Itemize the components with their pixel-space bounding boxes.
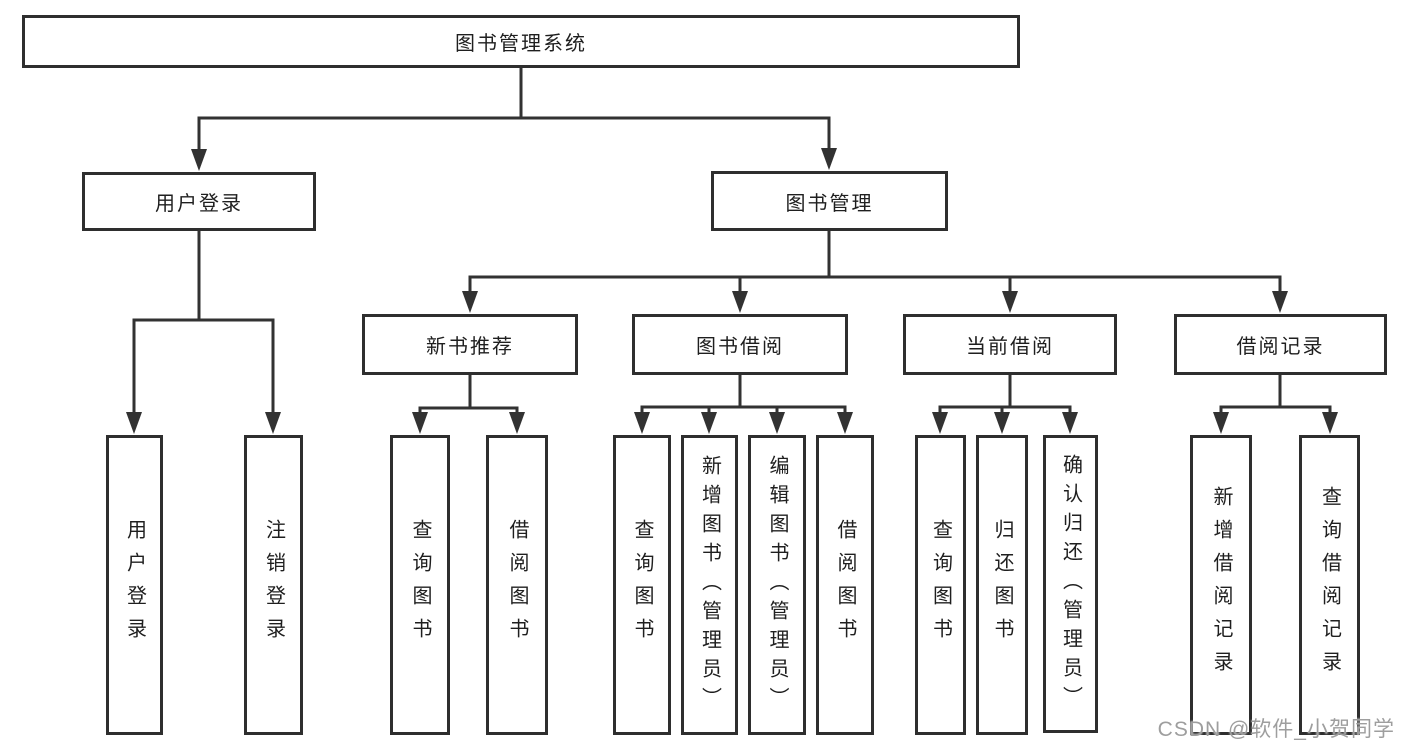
node-query-books-current: 查询图书 <box>915 435 966 735</box>
node-current-borrowing: 当前借阅 <box>903 314 1117 375</box>
node-borrow-books: 借阅图书 <box>816 435 874 735</box>
node-user-login: 用户登录 <box>82 172 316 231</box>
node-add-borrow-record: 新增借阅记录 <box>1190 435 1252 735</box>
arrowhead <box>191 149 207 171</box>
node-query-borrow-record-label: 查询借阅记录 <box>1318 486 1341 684</box>
arrowhead <box>994 412 1010 434</box>
arrowhead <box>634 412 650 434</box>
arrowhead <box>1322 412 1338 434</box>
node-new-book-recommend-label: 新书推荐 <box>426 336 514 358</box>
node-query-books-current-label: 查询图书 <box>929 519 952 651</box>
node-confirm-return-admin-label: 确认归还（管理员） <box>1059 453 1082 715</box>
node-edit-book-admin-label: 编辑图书（管理员） <box>766 454 788 716</box>
node-return-book: 归还图书 <box>976 435 1028 735</box>
node-library-system: 图书管理系统 <box>22 15 1020 68</box>
node-user-login-label: 用户登录 <box>155 193 243 215</box>
node-add-book-admin-label: 新增图书（管理员） <box>698 454 721 716</box>
arrowhead <box>837 412 853 434</box>
node-borrow-books-newrec-label: 借阅图书 <box>506 519 528 651</box>
node-current-borrowing-label: 当前借阅 <box>966 336 1054 358</box>
node-borrowing-records-label: 借阅记录 <box>1236 336 1325 358</box>
node-edit-book-admin: 编辑图书（管理员） <box>748 435 806 735</box>
arrowhead <box>932 412 948 434</box>
edge-root-to-level2 <box>197 68 831 152</box>
node-book-management: 图书管理 <box>711 171 948 231</box>
arrowhead <box>265 412 281 434</box>
node-confirm-return-admin: 确认归还（管理员） <box>1043 435 1098 733</box>
edge-bookborrow-to-leaves <box>640 375 847 416</box>
node-query-books-borrow: 查询图书 <box>613 435 671 735</box>
arrowhead <box>821 148 837 170</box>
edge-bookmgmt-to-level3 <box>468 231 1282 295</box>
arrowhead <box>462 291 478 313</box>
arrowhead <box>412 412 428 434</box>
node-borrowing-records: 借阅记录 <box>1174 314 1387 375</box>
node-borrow-books-newrec: 借阅图书 <box>486 435 548 735</box>
node-query-books-newrec: 查询图书 <box>390 435 450 735</box>
node-user-login-leaf: 用户登录 <box>106 435 163 735</box>
node-add-borrow-record-label: 新增借阅记录 <box>1210 486 1232 684</box>
edge-currentborrow-to-leaves <box>938 375 1072 416</box>
node-book-management-label: 图书管理 <box>785 192 874 215</box>
node-logout-leaf: 注销登录 <box>244 435 303 735</box>
node-book-borrowing: 图书借阅 <box>632 314 848 375</box>
arrowhead <box>732 291 748 313</box>
arrowhead <box>1002 291 1018 313</box>
arrowhead <box>1272 291 1288 313</box>
node-borrow-books-label: 借阅图书 <box>834 519 856 651</box>
node-query-borrow-record: 查询借阅记录 <box>1299 435 1360 735</box>
arrowhead <box>701 412 717 434</box>
arrowhead <box>126 412 142 434</box>
arrowhead <box>509 412 525 434</box>
node-book-borrowing-label: 图书借阅 <box>696 336 784 358</box>
arrowhead <box>769 412 785 434</box>
node-query-books-newrec-label: 查询图书 <box>409 519 431 651</box>
node-query-books-borrow-label: 查询图书 <box>631 519 653 651</box>
edge-userlogin-to-leaves <box>132 231 275 416</box>
node-user-login-leaf-label: 用户登录 <box>123 519 146 651</box>
node-new-book-recommend: 新书推荐 <box>362 314 578 375</box>
node-logout-leaf-label: 注销登录 <box>262 519 285 651</box>
edge-borrowrecord-to-leaves <box>1219 375 1332 416</box>
node-return-book-label: 归还图书 <box>991 519 1013 651</box>
arrowhead <box>1062 412 1078 434</box>
node-library-system-label: 图书管理系统 <box>455 33 587 55</box>
edge-newbookrec-to-leaves <box>418 375 519 416</box>
node-add-book-admin: 新增图书（管理员） <box>681 435 738 735</box>
arrowhead <box>1213 412 1229 434</box>
watermark: CSDN @软件_小贺同学 <box>1157 718 1395 741</box>
